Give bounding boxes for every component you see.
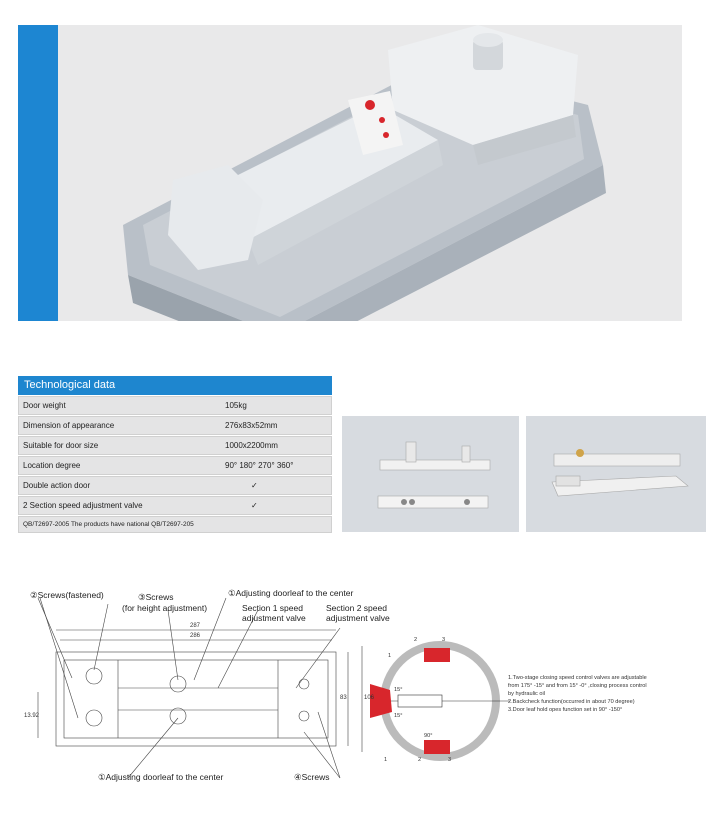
label-screws-height-sub: (for height adjustment) <box>122 603 208 613</box>
table-row: Double action door✓ <box>18 476 332 495</box>
angle-diagram <box>370 641 510 761</box>
floor-spring-photo <box>123 25 606 321</box>
check-icon: ✓ <box>251 501 258 510</box>
table-row: 2 Section speed adjustment valve✓ <box>18 496 332 515</box>
dim-287: 287 <box>190 623 201 629</box>
technical-diagram: ②Screws(fastened) ③Screws (for height ad… <box>18 588 704 798</box>
dim-13-92: 13.92 <box>24 713 40 719</box>
diagram-drawing <box>37 597 510 779</box>
label-section2-b: adjustment valve <box>326 613 390 623</box>
label-section1-a: Section 1 speed <box>242 603 303 613</box>
function-notes: 1.Two-stage closing speed control valves… <box>508 675 647 713</box>
check-icon: ✓ <box>251 481 258 490</box>
dim-106: 106 <box>364 695 375 701</box>
dim-83: 83 <box>340 695 347 701</box>
label-adjust-bottom: ①Adjusting doorleaf to the center <box>98 772 224 782</box>
label-adjust-top: ①Adjusting doorleaf to the center <box>228 588 354 598</box>
label-section1-b: adjustment valve <box>242 613 306 623</box>
table-footer: QB/T2697-2005 The products have national… <box>18 516 332 533</box>
label-screws-fastened: ②Screws(fastened) <box>30 590 104 600</box>
label-section2-a: Section 2 speed <box>326 603 387 613</box>
label-screws-bottom: ④Screws <box>294 772 330 782</box>
accessory-photo-1 <box>342 416 519 532</box>
label-screws-height: ③Screws <box>138 592 174 602</box>
accent-stripe <box>18 25 58 321</box>
accessory-photo-2 <box>526 416 706 532</box>
table-header: Technological data <box>18 376 332 395</box>
dim-286: 286 <box>190 633 201 639</box>
